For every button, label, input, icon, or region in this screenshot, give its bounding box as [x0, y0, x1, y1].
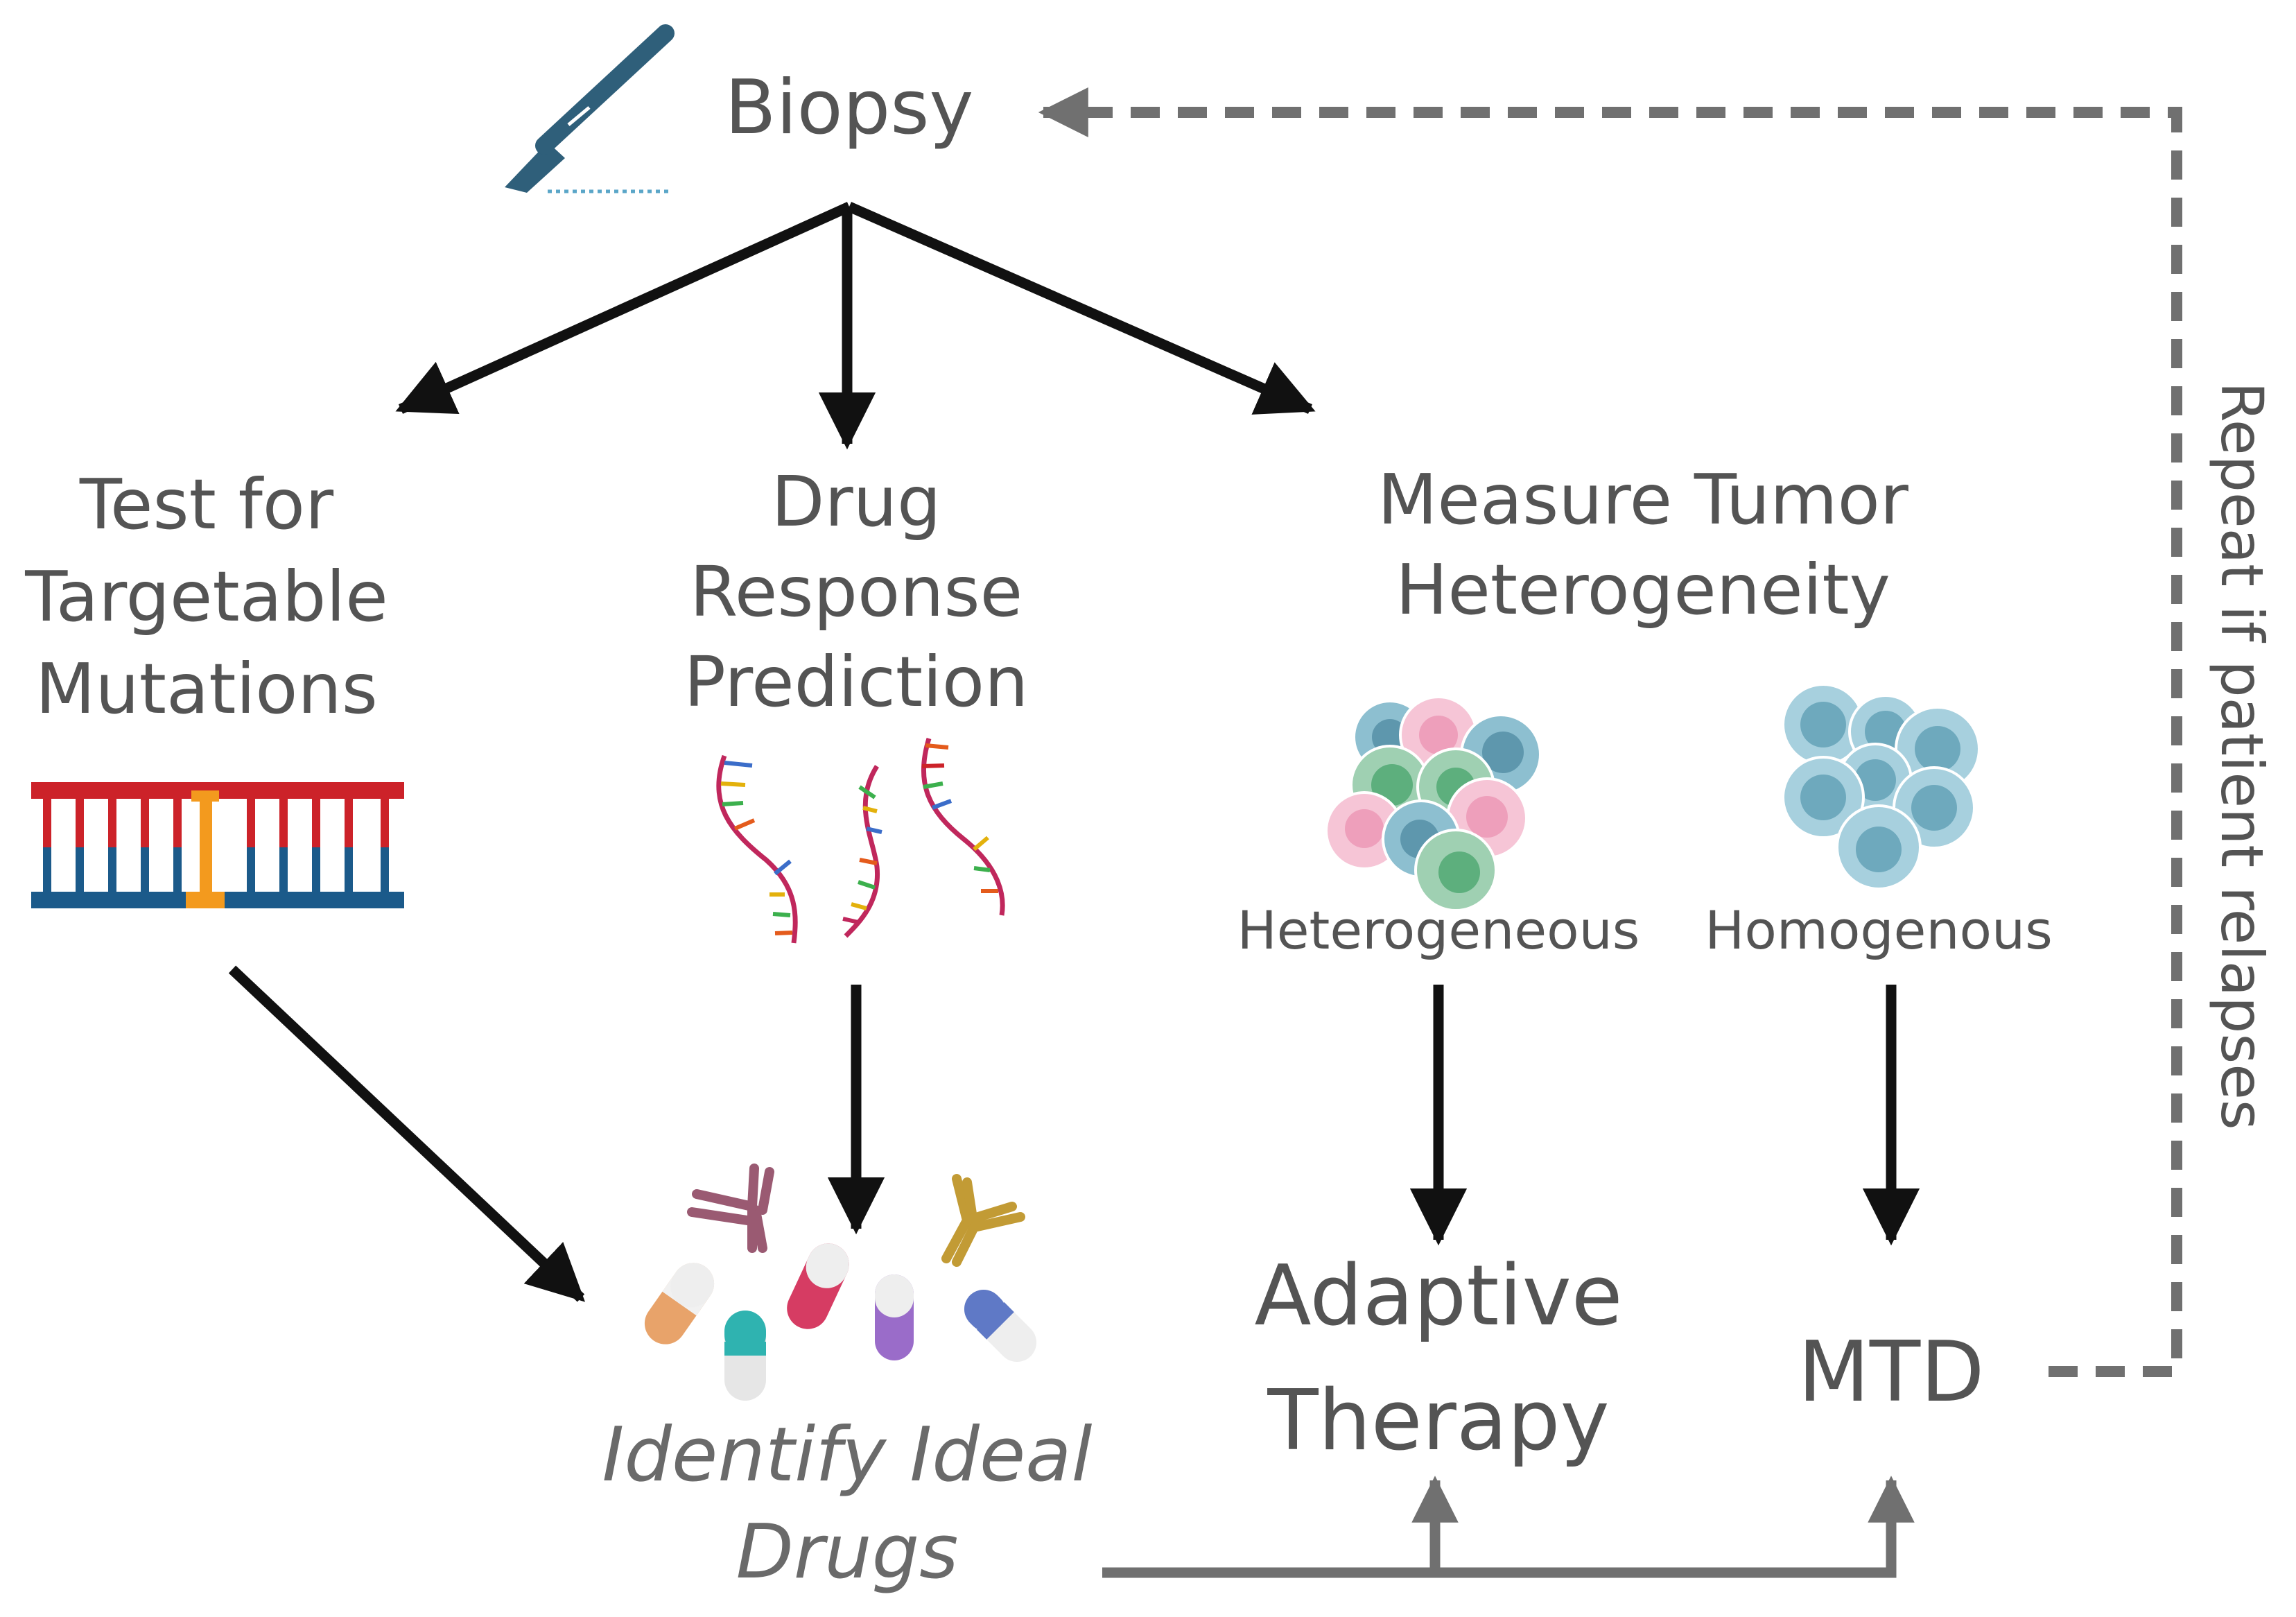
scalpel-icon — [505, 24, 675, 193]
biopsy-label: Biopsy — [725, 64, 974, 151]
heterogeneity-line-1: Measure Tumor — [1377, 459, 1909, 540]
mutations-line-1: Test for — [79, 464, 334, 545]
heterogeneous-cells-icon — [1325, 695, 1542, 912]
drug-response-line-2: Response — [690, 551, 1023, 632]
adaptive-therapy-title: Adaptive Therapy — [1254, 1248, 1622, 1469]
drug-response-line-3: Prediction — [684, 641, 1029, 723]
relapse-loop — [1038, 87, 2182, 1377]
dna-ladder-icon — [31, 782, 404, 908]
mutations-line-3: Mutations — [35, 648, 378, 729]
adaptive-line-2: Therapy — [1267, 1373, 1609, 1469]
drug-response-line-1: Drug — [772, 461, 941, 542]
repeat-relapse-label: Repeat if patient relapses — [2208, 381, 2276, 1130]
identify-line-2: Drugs — [736, 1509, 959, 1596]
heterogeneity-title: Measure Tumor Heterogeneity — [1377, 459, 1909, 630]
heterogeneous-label: Heterogeneous — [1237, 899, 1640, 961]
drugs-to-therapies-connector — [1102, 1476, 1915, 1578]
homogenous-label: Homogenous — [1705, 899, 2053, 961]
drug-response-title: Drug Response Prediction — [684, 461, 1029, 723]
heterogeneity-line-2: Heterogeneity — [1395, 549, 1890, 630]
adaptive-line-1: Adaptive — [1254, 1248, 1622, 1344]
biopsy-branch-arrows — [395, 202, 1316, 450]
rna-strands-icon — [716, 737, 1005, 944]
identify-line-1: Identify Ideal — [602, 1412, 1093, 1498]
mtd-label: MTD — [1798, 1324, 1984, 1421]
mutations-title: Test for Targetable Mutations — [24, 464, 388, 729]
mutations-to-drugs-arrow — [228, 965, 586, 1302]
mutations-line-2: Targetable — [24, 556, 388, 637]
identify-drugs-title: Identify Ideal Drugs — [602, 1412, 1093, 1596]
drugs-antibodies-icon — [644, 1164, 1037, 1401]
homogenous-cells-icon — [1782, 683, 1981, 890]
